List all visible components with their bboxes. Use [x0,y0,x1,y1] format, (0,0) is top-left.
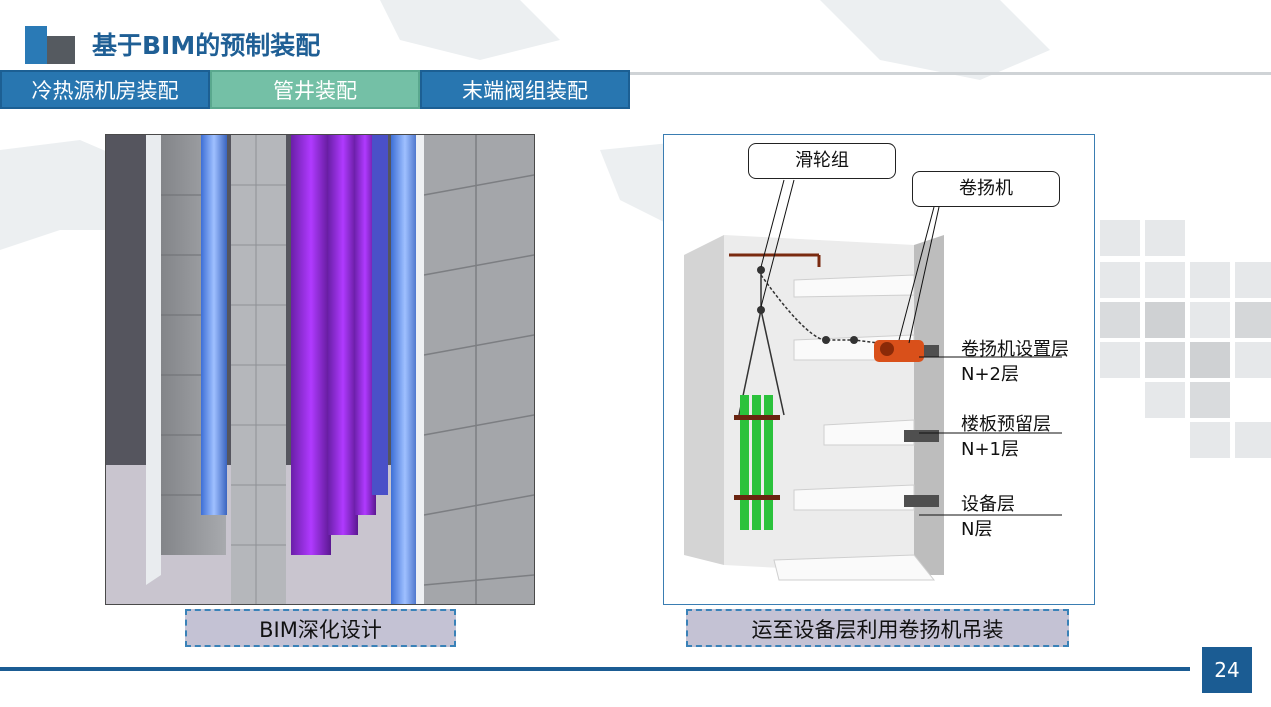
page-number: 24 [1202,647,1252,693]
callout-winch: 卷扬机 [912,171,1060,207]
hoisting-diagram: 滑轮组 卷扬机 卷扬机设置层 N+2层 楼板预留层 N+1层 设备层 N层 [663,134,1095,605]
bim-shaft-rendering [105,134,535,605]
callout-pulley-group: 滑轮组 [748,143,896,179]
label-equipment-level-code: N层 [961,519,993,540]
footer-divider [0,667,1190,671]
page-title: 基于BIM的预制装配 [92,31,321,60]
caption-hoisting: 运至设备层利用卷扬机吊装 [686,609,1069,647]
label-winch-level: 卷扬机设置层 [961,339,1069,360]
caption-bim-design: BIM深化设计 [185,609,456,647]
label-winch-level-code: N+2层 [961,364,1019,385]
label-equipment-level: 设备层 [961,494,1015,515]
label-reserved-level: 楼板预留层 [961,414,1051,435]
tab-pipe-shaft-assembly[interactable]: 管井装配 [210,70,420,109]
tab-terminal-valve-assembly[interactable]: 末端阀组装配 [420,70,630,109]
tab-chiller-room-assembly[interactable]: 冷热源机房装配 [0,70,210,109]
title-accent-blue [25,26,47,64]
label-reserved-level-code: N+1层 [961,439,1019,460]
title-divider [352,72,1271,75]
title-accent-gray [47,36,75,64]
